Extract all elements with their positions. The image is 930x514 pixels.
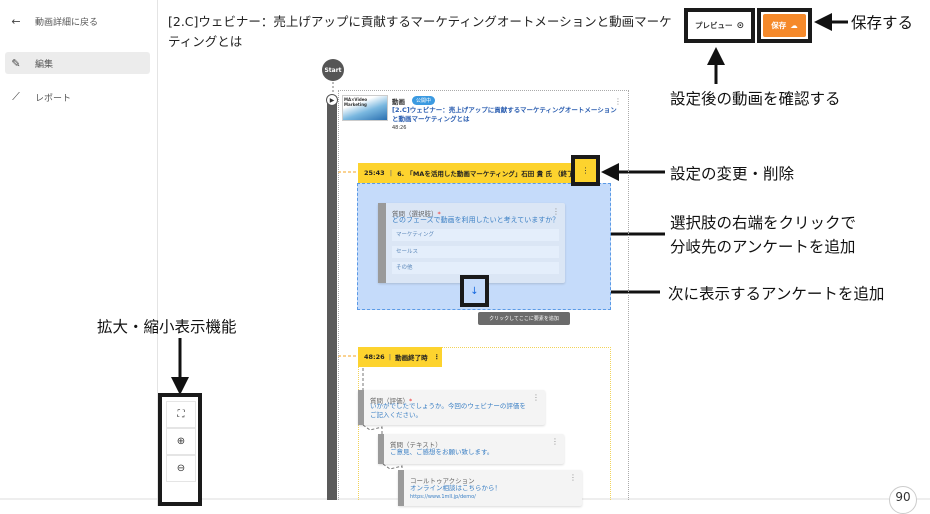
tooltip: クリックしてここに要素を追加: [478, 312, 570, 325]
zoom-in-button[interactable]: ⊕: [166, 428, 196, 455]
chapter-header[interactable]: 48:26|動画終了時⋮: [358, 347, 442, 367]
annotation-next: 次に表示するアンケートを追加: [668, 285, 885, 303]
video-duration: 48:26: [392, 125, 407, 131]
flow-canvas: [338, 90, 629, 500]
cta-link[interactable]: https://www.1mll.jp/demo/: [410, 494, 476, 500]
trending-icon: ⟋: [12, 90, 20, 103]
kebab-icon[interactable]: ⋮: [551, 437, 559, 446]
question-text: どのフェーズで動画を利用したいと考えていますか？: [392, 216, 560, 224]
arrow-left-icon: ←: [11, 14, 21, 28]
sidebar-item-edit[interactable]: ✎ 編集: [5, 52, 150, 74]
preview-label: プレビュー: [694, 21, 733, 30]
video-card[interactable]: MA×Video Marketing 動画 公開中 [2.C]ウェビナー：売上げ…: [340, 93, 626, 133]
highlight-save: 保存☁: [757, 8, 812, 43]
timeline-bar[interactable]: [327, 100, 337, 500]
chapter-header[interactable]: 25:43|6. 「MAを活用した動画マーケティング」石田 貴 氏 （終了時): [358, 163, 598, 183]
chapter-time: 48:26: [364, 353, 385, 361]
question-card-rating[interactable]: 質問（評価）* いかがでしたでしょうか。今回のウェビナーの評価をご記入ください。…: [358, 390, 545, 425]
chapter-menu-button[interactable]: ⋮: [571, 155, 600, 186]
kebab-icon[interactable]: ⋮: [614, 97, 622, 106]
annotation-settings: 設定の変更・削除: [670, 165, 795, 183]
question-card-choice[interactable]: 質問（選択肢）* どのフェーズで動画を利用したいと考えていますか？ ⋮ マーケテ…: [378, 203, 565, 283]
pencil-icon: ✎: [11, 56, 21, 70]
kebab-icon[interactable]: ⋮: [552, 207, 560, 216]
add-element-button[interactable]: ↓: [460, 275, 489, 307]
video-thumbnail: MA×Video Marketing: [342, 95, 388, 121]
question-text: ご意見、ご感想をお願い致します。: [390, 448, 494, 456]
highlight-preview: プレビュー⊙: [684, 8, 755, 43]
annotation-save: 保存する: [851, 14, 914, 32]
question-type: 質問（テキスト）: [390, 441, 442, 449]
chapter-label: 動画終了時: [395, 354, 428, 362]
zoom-out-icon: ⊖: [176, 463, 186, 474]
kebab-icon[interactable]: ⋮: [532, 393, 540, 402]
chapter-time: 25:43: [364, 169, 385, 177]
play-circle-icon: ⊙: [736, 20, 745, 31]
choice-option[interactable]: セールス: [392, 246, 559, 258]
cta-text: オンライン相談はこちらから！: [410, 484, 501, 492]
annotation-branch-2: 分岐先のアンケートを追加: [670, 238, 856, 256]
question-card-text[interactable]: 質問（テキスト） ご意見、ご感想をお願い致します。 ⋮: [378, 434, 564, 464]
sidebar-item-report[interactable]: ⟋ レポート: [5, 86, 150, 108]
back-link[interactable]: ← 動画詳細に戻る: [5, 10, 150, 32]
choice-option[interactable]: その他: [392, 262, 559, 274]
choice-option[interactable]: マーケティング: [392, 229, 559, 241]
cta-type: コールトゥアクション: [410, 477, 475, 485]
kebab-icon[interactable]: ⋮: [433, 353, 441, 361]
arrow-down-icon: ↓: [470, 285, 479, 297]
back-label: 動画詳細に戻る: [35, 17, 99, 28]
fit-screen-button[interactable]: ⛶: [166, 401, 196, 428]
kebab-icon[interactable]: ⋮: [569, 473, 577, 482]
save-label: 保存: [771, 21, 787, 30]
play-icon[interactable]: ▶: [326, 94, 338, 106]
cloud-upload-icon: ☁: [790, 21, 798, 30]
annotation-branch-1: 選択肢の右端をクリックで: [670, 214, 857, 232]
sidebar-item-label: レポート: [35, 93, 72, 104]
sidebar-item-label: 編集: [35, 59, 54, 70]
kebab-icon: ⋮: [581, 166, 590, 175]
zoom-out-button[interactable]: ⊖: [166, 455, 196, 482]
chapter-label: 6. 「MAを活用した動画マーケティング」石田 貴 氏 （終了時): [397, 170, 584, 178]
zoom-controls: ⛶ ⊕ ⊖: [158, 393, 202, 506]
video-title[interactable]: [2.C]ウェビナー：売上げアップに貢献するマーケティングオートメーションと動画…: [392, 106, 617, 123]
save-button[interactable]: 保存☁: [763, 14, 806, 37]
preview-button[interactable]: プレビュー⊙: [688, 12, 751, 39]
annotation-preview: 設定後の動画を確認する: [670, 90, 841, 108]
fullscreen-icon: ⛶: [177, 409, 185, 420]
question-type: 質問（選択肢）*: [392, 210, 441, 218]
video-type: 動画: [392, 98, 405, 106]
status-badge: 公開中: [412, 96, 436, 105]
page-title: [2.C]ウェビナー：売上げアップに貢献するマーケティングオートメーションと動画…: [168, 14, 672, 49]
sidebar: ← 動画詳細に戻る ✎ 編集 ⟋ レポート: [0, 0, 158, 506]
page-number-badge: 90: [889, 486, 917, 514]
question-text: いかがでしたでしょうか。今回のウェビナーの評価をご記入ください。: [370, 402, 526, 419]
cta-card[interactable]: コールトゥアクション オンライン相談はこちらから！ https://www.1m…: [398, 470, 582, 506]
start-node: Start: [322, 59, 344, 81]
zoom-in-icon: ⊕: [176, 436, 186, 447]
annotation-zoom: 拡大・縮小表示機能: [97, 318, 237, 336]
question-type: 質問（評価）*: [370, 397, 413, 405]
